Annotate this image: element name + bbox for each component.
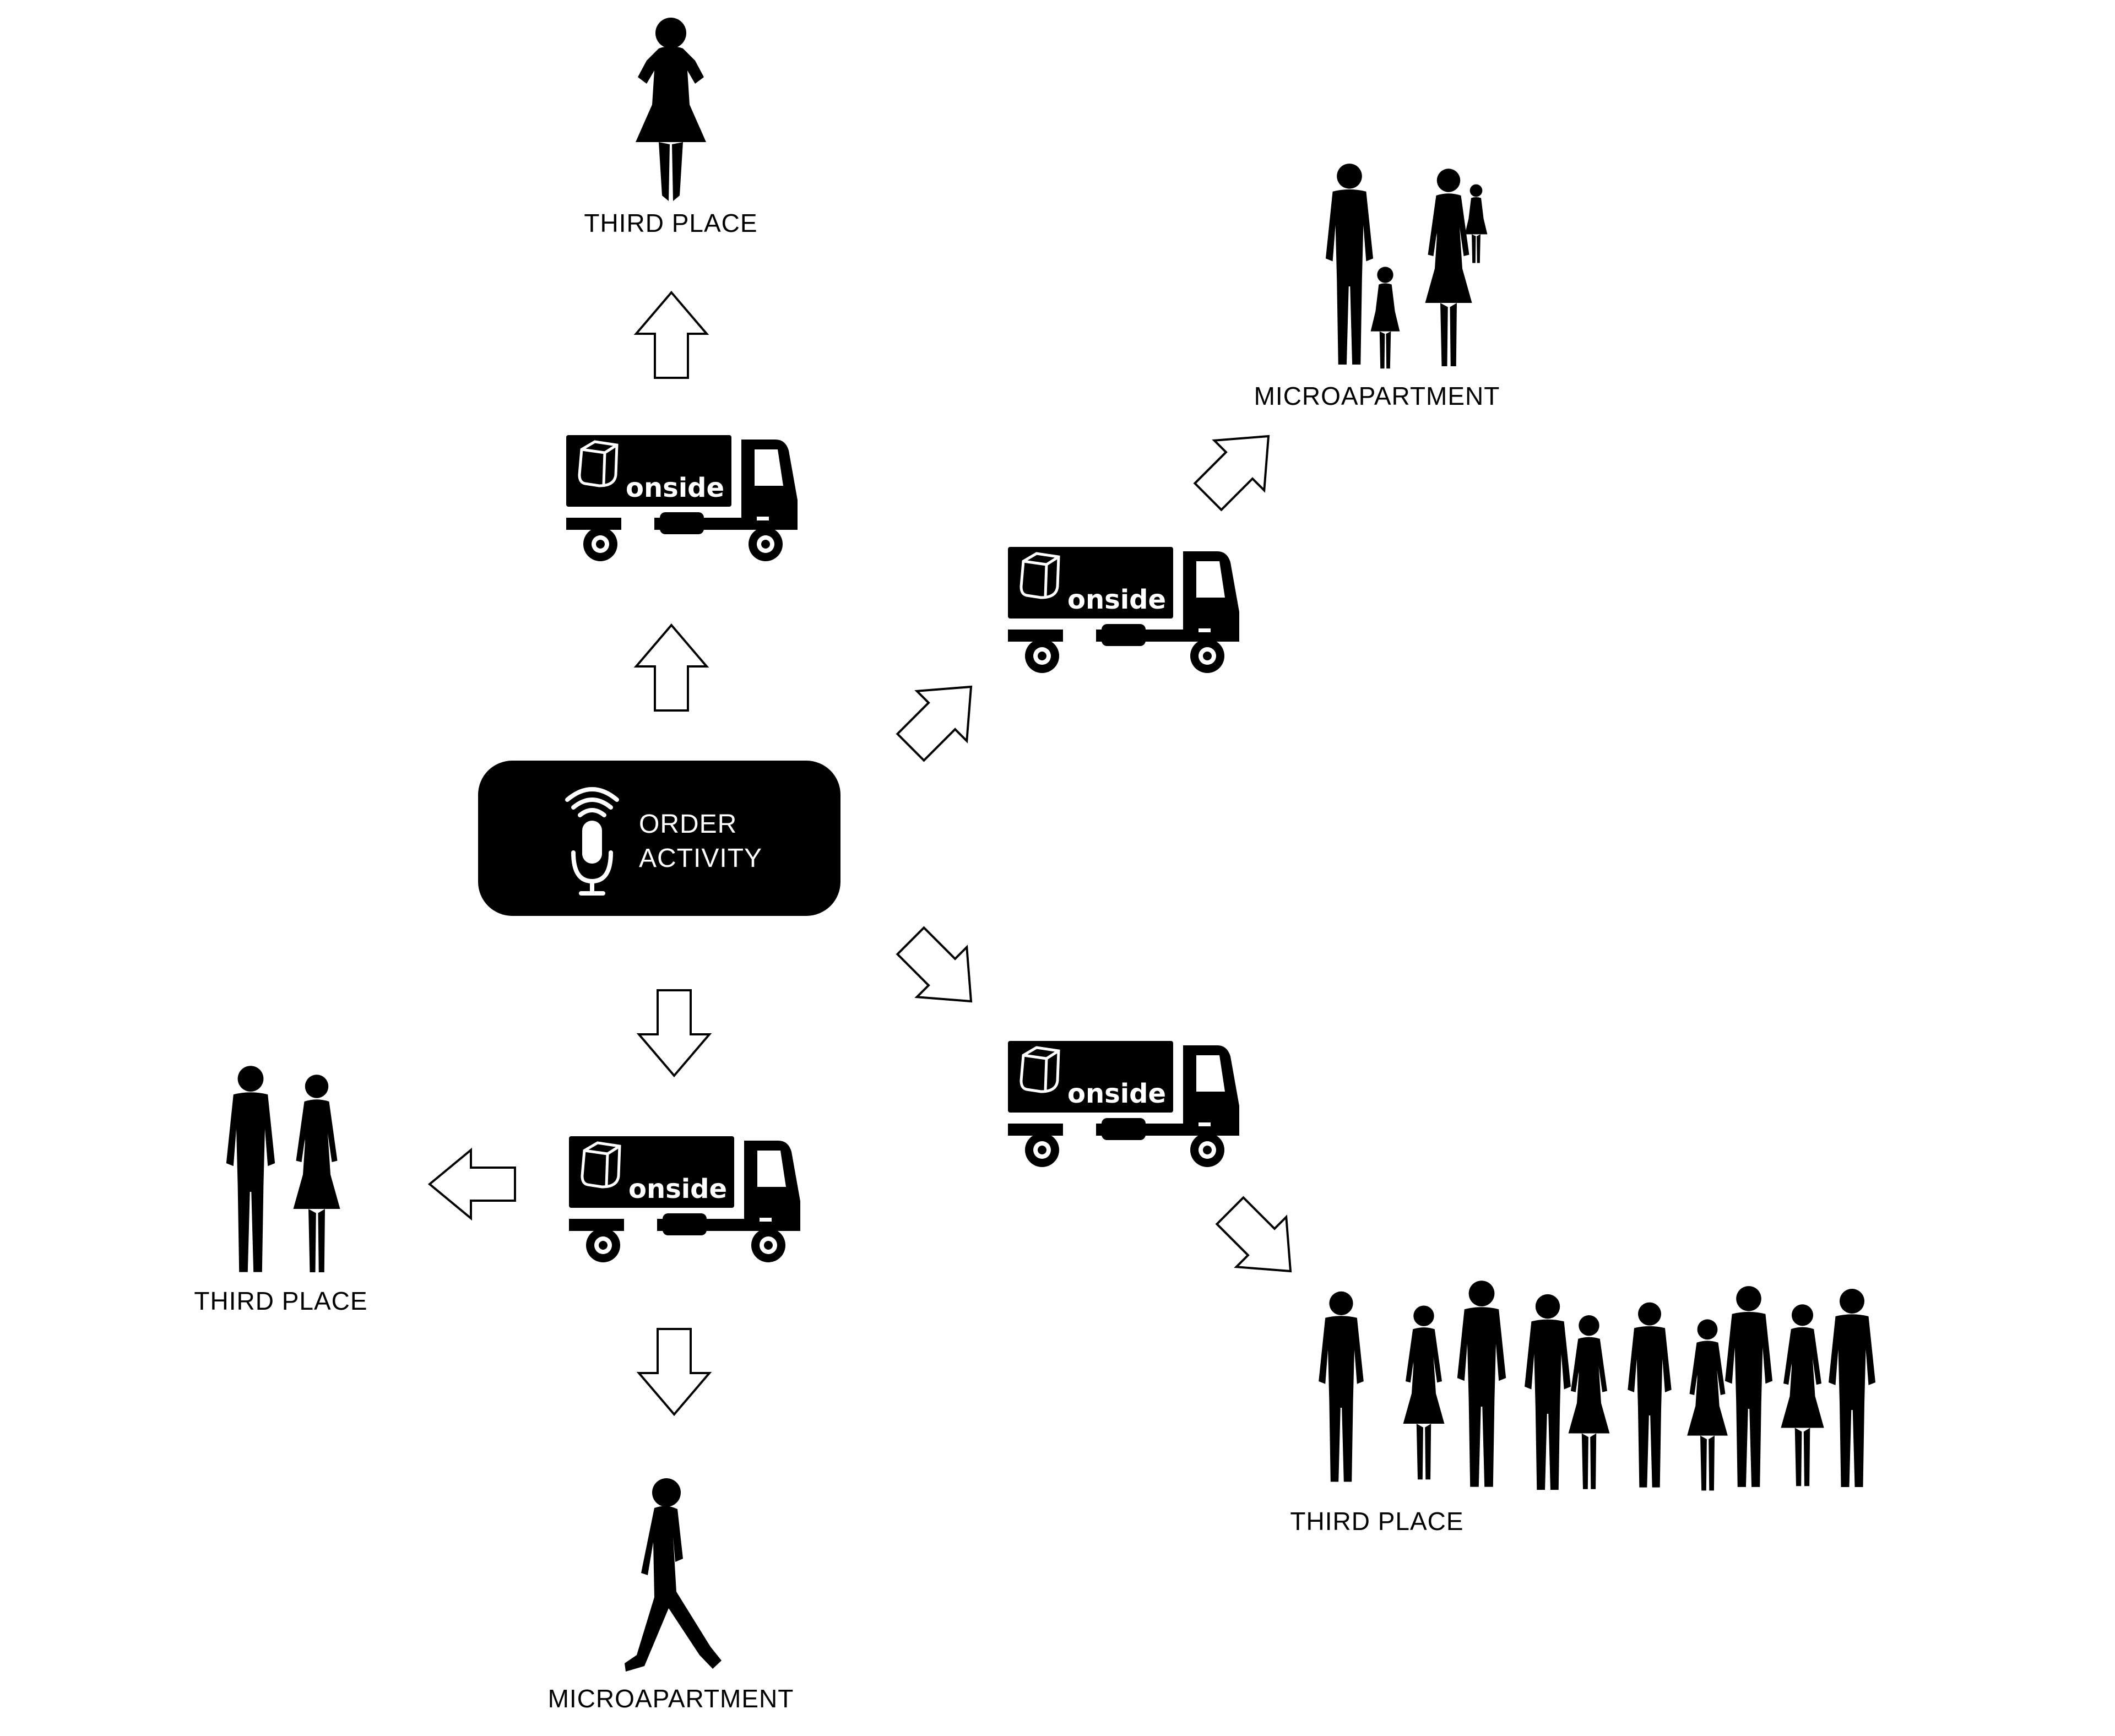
arrow-down-bottom-icon: [636, 1328, 712, 1417]
arrow-diag-up-right-lower-icon: [896, 685, 973, 762]
microphone-wireless-icon: [565, 787, 619, 896]
truck-brand-label: onside: [628, 1174, 727, 1205]
arrow-down-center-icon: [636, 989, 712, 1078]
woman-silhouette: [636, 18, 706, 201]
arrow-left-icon: [427, 1147, 516, 1221]
label-top-third-place: THIRD PLACE: [584, 209, 757, 237]
label-left-third-place: THIRD PLACE: [194, 1287, 367, 1315]
delivery-truck-lower-right: onside: [1008, 1041, 1239, 1167]
label-lower-right-third-place: THIRD PLACE: [1290, 1507, 1463, 1536]
arrow-diag-up-right-upper-icon: [1193, 435, 1270, 512]
order-activity-node: ORDER ACTIVITY: [478, 761, 840, 916]
order-label-line1: ORDER: [639, 810, 737, 839]
truck-brand-label: onside: [1067, 584, 1166, 615]
arrow-diag-down-right-upper-icon: [896, 926, 973, 1003]
family-silhouette: [1325, 164, 1488, 369]
arrow-diag-down-right-lower-icon: [1215, 1196, 1292, 1273]
label-bottom-microapartment: MICROAPARTMENT: [548, 1684, 794, 1713]
walking-man-silhouette: [625, 1478, 722, 1672]
delivery-truck-upper-right: onside: [1008, 547, 1239, 673]
couple-silhouette: [226, 1066, 340, 1272]
truck-brand-label: onside: [1067, 1078, 1166, 1109]
truck-brand-label: onside: [626, 473, 724, 503]
label-upper-right-microapartment: MICROAPARTMENT: [1254, 382, 1500, 410]
arrow-up-top-icon: [633, 290, 709, 379]
delivery-truck-top: onside: [566, 435, 798, 561]
arrow-up-center-icon: [633, 623, 709, 712]
order-label-line2: ACTIVITY: [639, 844, 762, 873]
delivery-truck-bottom: onside: [569, 1136, 800, 1262]
crowd-silhouette: [1319, 1281, 1875, 1491]
